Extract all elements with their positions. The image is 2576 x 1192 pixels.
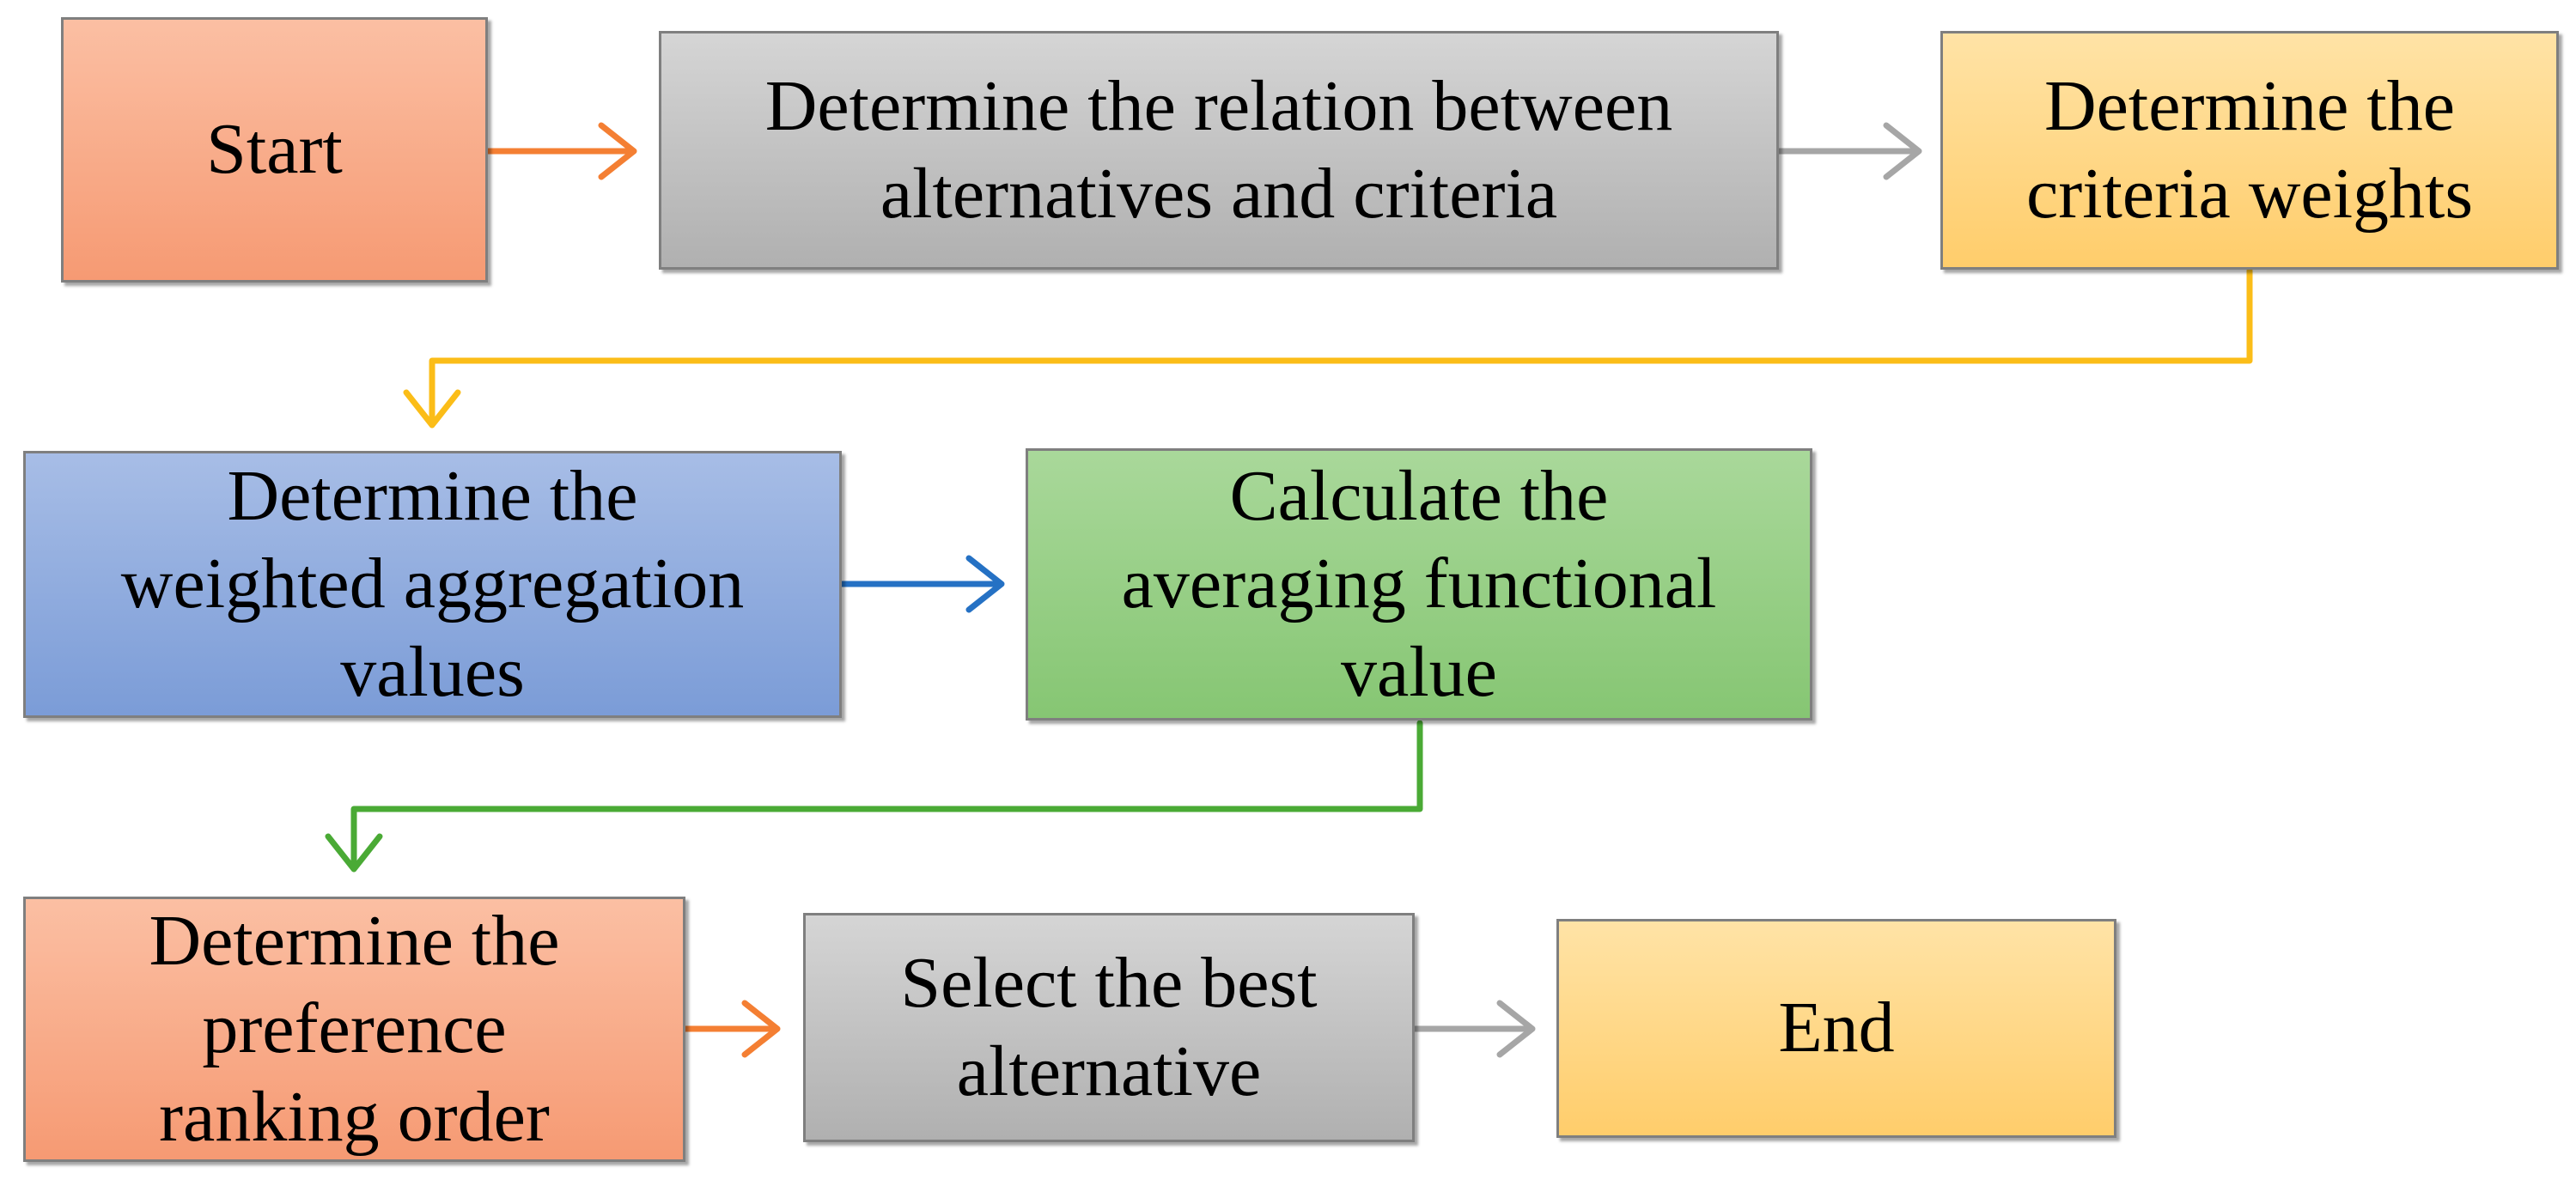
relation-node: Determine the relation between alternati… [659, 31, 1779, 270]
aggregation-node-label: Determine the weighted aggregation value… [120, 455, 745, 712]
arrow-weights-to-aggregation [403, 267, 2253, 429]
weights-node-label: Determine the criteria weights [2025, 65, 2474, 234]
end-node: End [1556, 919, 2116, 1138]
select-node: Select the best alternative [803, 913, 1415, 1142]
arrow-aggregation-to-averaging [838, 555, 1005, 613]
ranking-node-label: Determine the preference ranking order [149, 900, 560, 1157]
ranking-node: Determine the preference ranking order [23, 897, 685, 1162]
start-node-label: Start [206, 109, 343, 190]
arrow-relation-to-weights [1775, 122, 1922, 180]
aggregation-node: Determine the weighted aggregation value… [23, 451, 842, 718]
weights-node: Determine the criteria weights [1940, 31, 2559, 270]
arrow-ranking-to-select [682, 1000, 781, 1058]
arrow-averaging-to-ranking [325, 720, 1423, 873]
arrow-select-to-end [1411, 1000, 1536, 1058]
select-node-label: Select the best alternative [900, 943, 1318, 1111]
arrow-start-to-relation [484, 122, 637, 180]
averaging-node-label: Calculate the averaging functional value [1121, 455, 1717, 712]
end-node-label: End [1778, 988, 1895, 1068]
relation-node-label: Determine the relation between alternati… [764, 65, 1673, 234]
averaging-node: Calculate the averaging functional value [1026, 448, 1812, 721]
start-node: Start [61, 17, 488, 283]
